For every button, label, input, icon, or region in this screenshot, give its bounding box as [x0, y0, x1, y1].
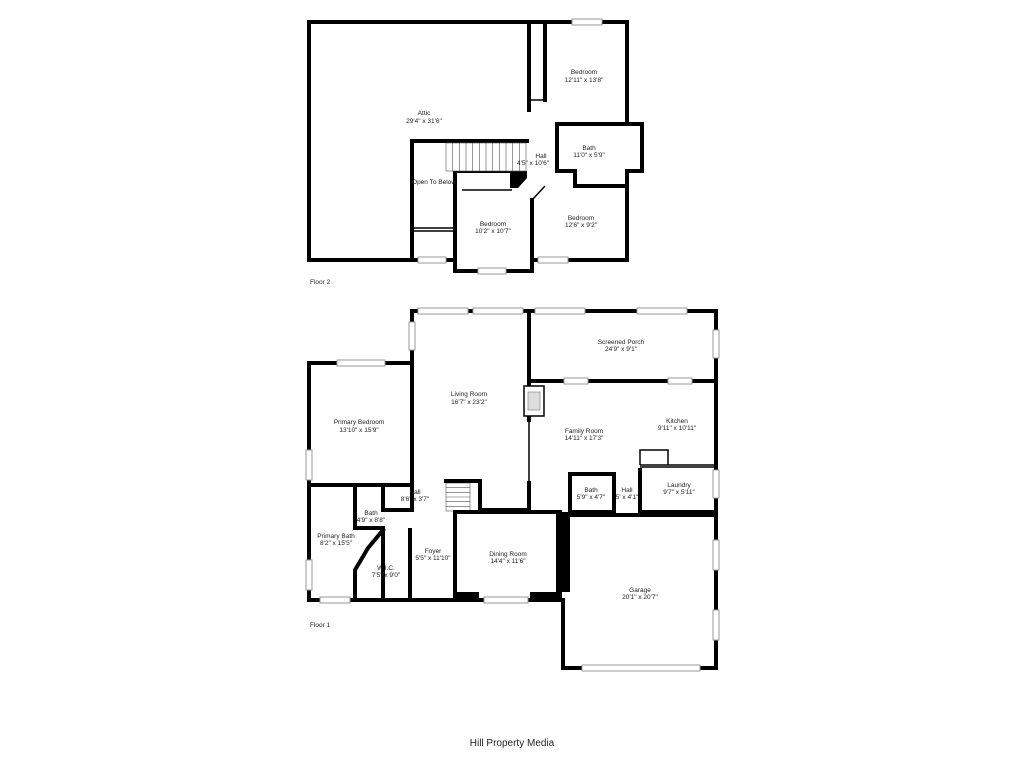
- room-dims: 9'7" x 5'11": [663, 489, 695, 496]
- wall: [381, 483, 414, 512]
- window: [417, 307, 469, 315]
- room-dims: 10'2" x 10'7": [475, 228, 511, 235]
- room-name: Attic: [418, 110, 431, 117]
- room-dims: 8'2" x 15'5": [320, 540, 353, 547]
- fireplace-hearth: [527, 391, 541, 411]
- room-name: Bath: [364, 510, 378, 517]
- wall: [531, 185, 546, 201]
- window: [667, 377, 693, 385]
- room-name: Kitchen: [666, 418, 688, 425]
- room-name: Bath: [584, 487, 598, 494]
- window: [534, 307, 586, 315]
- room-dims: 5'9" x 4'7": [577, 494, 606, 501]
- room-name: Bedroom: [480, 221, 506, 228]
- room-name: Dining Room: [489, 551, 527, 558]
- window: [472, 307, 524, 315]
- room-name: Foyer: [425, 548, 442, 555]
- room-name: Open To Below: [412, 179, 456, 186]
- room-dims: 11'0" x 5'9": [573, 152, 605, 159]
- window: [408, 321, 416, 351]
- room-name: Garage: [629, 587, 651, 594]
- window: [636, 307, 688, 315]
- room-dims: 16'7" x 23'2": [451, 399, 487, 406]
- room-name: Laundry: [667, 482, 691, 489]
- room-name: Hall: [409, 489, 421, 496]
- room-dims: 5' x 4'1": [616, 494, 639, 501]
- window: [712, 469, 720, 499]
- wall: [555, 122, 629, 188]
- floor-1-plan: Screened Porch 24'9" x 9'1" Living Room …: [305, 307, 720, 672]
- room-name: Bedroom: [568, 215, 594, 222]
- window: [537, 256, 569, 264]
- wall-block: [455, 592, 479, 600]
- room-dims: 5'5" x 11'10": [415, 555, 451, 562]
- floor-2-stairs: [445, 142, 527, 172]
- window: [417, 256, 447, 264]
- floor-label: Floor 2: [310, 279, 331, 286]
- room-dims: 29'4" x 31'6": [406, 118, 442, 125]
- window: [483, 596, 529, 604]
- credit-text: Hill Property Media: [470, 738, 555, 749]
- window: [571, 18, 603, 26]
- window: [305, 559, 313, 591]
- room-dims: 8'6" x 3'7": [401, 496, 430, 503]
- wall: [410, 139, 529, 260]
- room-dims: 14'4" x 11'6": [490, 558, 526, 565]
- floor-1-stairs: [445, 482, 471, 512]
- chimney: [510, 171, 527, 188]
- room-name: Family Room: [565, 428, 603, 435]
- room-name: Living Room: [451, 391, 487, 398]
- room-name: Bedroom: [571, 69, 597, 76]
- wall: [453, 169, 514, 260]
- wall: [568, 472, 616, 514]
- floor-label: Floor 1: [310, 622, 331, 629]
- room-dims: 12'11" x 13'8": [565, 77, 604, 84]
- room-dims: 7'5" x 9'0": [372, 572, 401, 579]
- room-name: Bath: [582, 145, 596, 152]
- window: [712, 539, 720, 571]
- window: [477, 267, 507, 275]
- wall: [353, 527, 386, 602]
- wall: [353, 483, 385, 530]
- window: [712, 329, 720, 359]
- window: [712, 609, 720, 641]
- window: [305, 449, 313, 481]
- room-name: Screened Porch: [598, 339, 645, 346]
- room-name: Primary Bath: [317, 533, 355, 540]
- window: [563, 377, 589, 385]
- room-dims: 14'11" x 17'3": [565, 435, 604, 442]
- floor-2-plan: Attic 29'4" x 31'6" Bedroom 12'11" x 13'…: [307, 18, 644, 286]
- wall: [639, 449, 669, 465]
- room-dims: 24'9" x 9'1": [605, 346, 638, 353]
- wall-block: [530, 592, 560, 600]
- room-dims: 13'10" x 15'9": [339, 427, 379, 434]
- room-dims: 12'6" x 9'2": [565, 222, 598, 229]
- room-dims: 20'1" x 20'7": [622, 594, 658, 601]
- room-dims: 4'5" x 10'6": [517, 160, 550, 167]
- room-name: Primary Bedroom: [334, 419, 385, 426]
- window: [336, 359, 386, 367]
- room-dims: 9'11" x 10'11": [658, 425, 697, 432]
- window: [319, 596, 351, 604]
- garage-door: [581, 664, 701, 672]
- room-name: Hall: [621, 487, 633, 494]
- room-name: Hall: [535, 153, 547, 160]
- room-name: W.I.C.: [377, 565, 395, 572]
- wall-block: [556, 512, 570, 592]
- room-dims: 4'9" x 8'8": [357, 517, 386, 524]
